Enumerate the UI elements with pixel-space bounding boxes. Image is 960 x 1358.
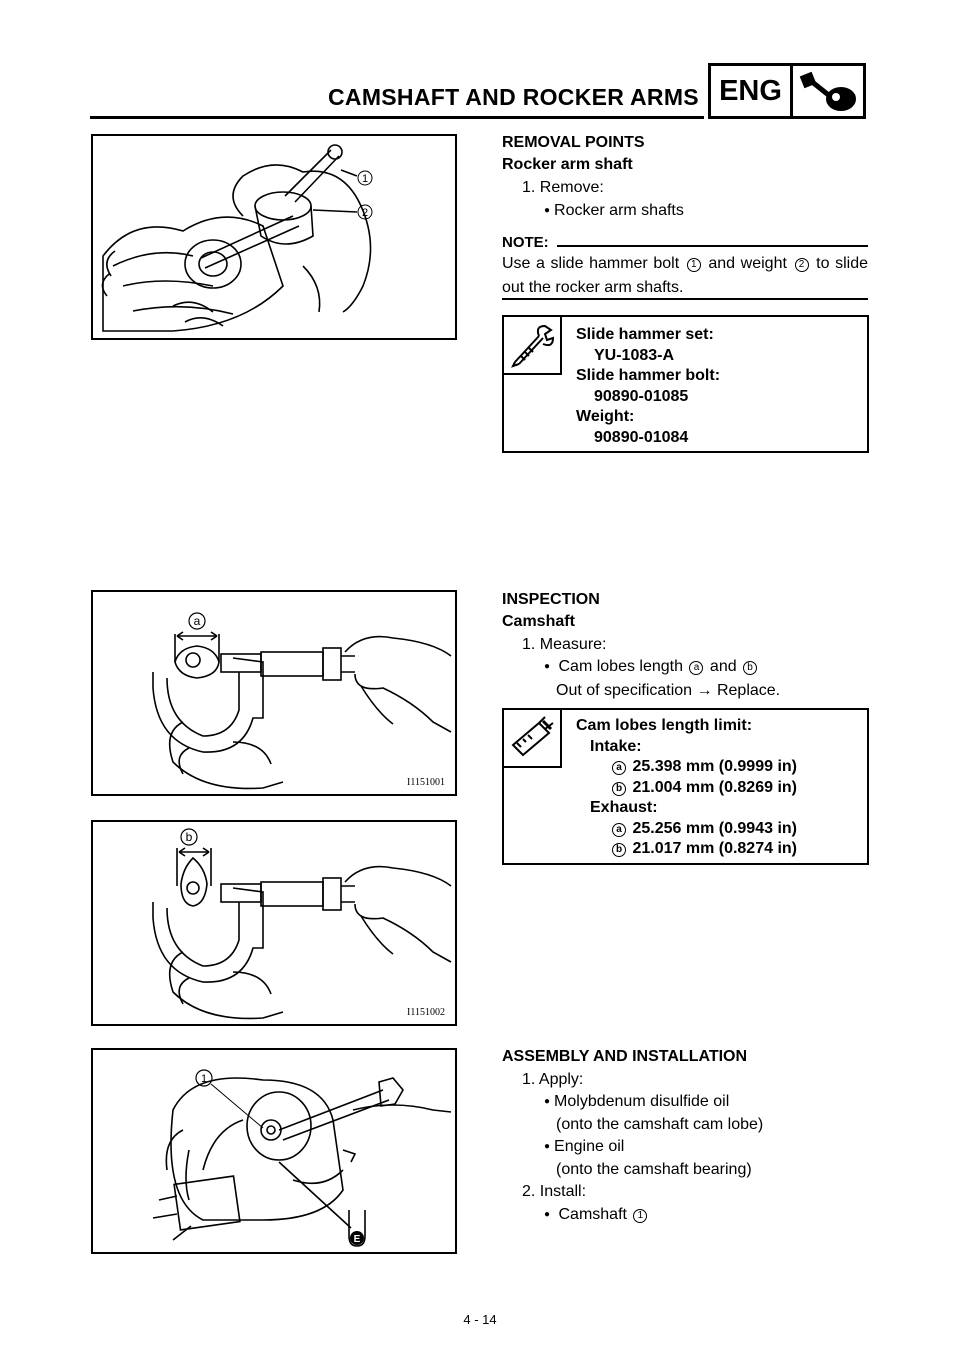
caliper-limit-icon bbox=[504, 710, 562, 768]
exhaust-a-row: a 25.256 mm (0.9943 in) bbox=[576, 819, 797, 840]
note-label: NOTE: bbox=[502, 234, 549, 251]
removal-subheading: Rocker arm shaft bbox=[502, 156, 633, 173]
assembly-bullet-2-note: (onto the camshaft bearing) bbox=[556, 1161, 752, 1178]
note-rule-top bbox=[556, 244, 868, 247]
intake-a-value: 25.398 mm (0.9999 in) bbox=[632, 758, 797, 775]
assembly-bullet-3-text: Camshaft bbox=[558, 1206, 627, 1223]
figure2-code: I1151001 bbox=[407, 777, 445, 788]
inspection-ref-b: b bbox=[743, 661, 758, 675]
figure4-callout-1: 1 bbox=[201, 1073, 207, 1085]
inspection-subheading: Camshaft bbox=[502, 613, 575, 630]
limit-title: Cam lobes length limit: bbox=[576, 717, 753, 734]
special-tool-icon bbox=[504, 317, 562, 375]
tool-code-1: YU-1083-A bbox=[594, 346, 675, 364]
exhaust-ref-a: a bbox=[612, 822, 626, 837]
figure-rocker-shaft-removal: 1 2 bbox=[91, 134, 457, 340]
inspection-bullet-1: Cam lobes length a and b bbox=[544, 656, 759, 680]
tool-name-3: Weight: bbox=[576, 408, 635, 425]
intake-ref-a: a bbox=[612, 761, 626, 775]
figure-camshaft-install: 1 E bbox=[91, 1048, 457, 1254]
limit-list: Cam lobes length limit: Intake: a 25.398… bbox=[576, 716, 797, 860]
tool-code-3: 90890-01084 bbox=[594, 428, 689, 446]
assembly-bullet-2: Engine oil bbox=[544, 1136, 624, 1160]
note-text-1: Use a slide hammer bolt bbox=[502, 255, 680, 272]
tool-name-1: Slide hammer set: bbox=[576, 326, 714, 343]
assembly-bullet-1-note: (onto the camshaft cam lobe) bbox=[556, 1116, 764, 1133]
assembly-bullet-1: Molybdenum disulfide oil bbox=[544, 1091, 729, 1115]
page-title: CAMSHAFT AND ROCKER ARMS bbox=[328, 84, 699, 110]
exhaust-ref-b: b bbox=[612, 843, 626, 857]
figure-cam-lobe-a: a I1151001 bbox=[91, 590, 457, 796]
removal-bullet-1: Rocker arm shafts bbox=[544, 200, 684, 224]
note-text-3: to slide out the rocker arm shafts. bbox=[502, 255, 869, 296]
figure2-callout-a: a bbox=[194, 614, 201, 628]
engine-wrench-icon bbox=[793, 66, 863, 116]
micrometer-a-illustration: a bbox=[152, 612, 452, 790]
intake-b-row: b 21.004 mm (0.8269 in) bbox=[576, 778, 797, 799]
micrometer-b-illustration: b bbox=[152, 828, 452, 1020]
special-tool-box: Slide hammer set: YU-1083-A Slide hammer… bbox=[502, 315, 869, 453]
assembly-ref-1: 1 bbox=[633, 1209, 648, 1223]
limit-box: Cam lobes length limit: Intake: a 25.398… bbox=[502, 708, 869, 865]
intake-ref-b: b bbox=[612, 781, 626, 796]
engine-oil-mark: E bbox=[354, 1234, 361, 1245]
assembly-bullet-1-text: Molybdenum disulfide oil bbox=[554, 1093, 730, 1110]
inspection-step-1: 1. Measure: bbox=[522, 636, 607, 653]
inspection-ref-a: a bbox=[689, 661, 704, 675]
figure-cam-lobe-b: b I1151002 bbox=[91, 820, 457, 1026]
assembly-step-1: 1. Apply: bbox=[522, 1071, 584, 1088]
figure3-callout-b: b bbox=[186, 830, 193, 844]
note-body: Use a slide hammer bolt 1 and weight 2 t… bbox=[502, 252, 868, 300]
exhaust-b-value: 21.017 mm (0.8274 in) bbox=[632, 840, 797, 857]
intake-label: Intake: bbox=[590, 737, 642, 755]
assembly-step-2: 2. Install: bbox=[522, 1183, 587, 1200]
inspection-result: Out of specification → Replace. bbox=[556, 682, 781, 699]
assembly-bullet-3: Camshaft 1 bbox=[544, 1204, 649, 1228]
note-ref-2: 2 bbox=[794, 258, 809, 272]
note-rule-bottom bbox=[502, 298, 868, 300]
intake-a-row: a 25.398 mm (0.9999 in) bbox=[576, 757, 797, 778]
assembly-heading: ASSEMBLY AND INSTALLATION bbox=[502, 1048, 748, 1065]
removal-step-1: 1. Remove: bbox=[522, 179, 604, 196]
tool-list: Slide hammer set: YU-1083-A Slide hammer… bbox=[576, 325, 720, 448]
title-rule bbox=[90, 116, 704, 119]
inspection-heading: INSPECTION bbox=[502, 591, 600, 608]
removal-heading: REMOVAL POINTS bbox=[502, 134, 645, 151]
assembly-bullet-2-text: Engine oil bbox=[554, 1138, 625, 1155]
figure3-code: I1151002 bbox=[407, 1007, 445, 1018]
note-text-2: and weight bbox=[708, 255, 787, 272]
camshaft-install-illustration: 1 E bbox=[152, 1069, 452, 1247]
intake-b-value: 21.004 mm (0.8269 in) bbox=[632, 778, 797, 796]
figure1-callout-2: 2 bbox=[362, 207, 368, 219]
note-header: NOTE: bbox=[502, 234, 868, 251]
tool-name-2: Slide hammer bolt: bbox=[576, 367, 721, 384]
exhaust-b-row: b 21.017 mm (0.8274 in) bbox=[576, 839, 797, 860]
section-label: ENG bbox=[711, 66, 793, 116]
note-ref-1: 1 bbox=[686, 258, 701, 272]
section-badge: ENG bbox=[708, 63, 866, 119]
inspection-bullet-text: Cam lobes length bbox=[558, 658, 684, 675]
removal-bullet-1-text: Rocker arm shafts bbox=[554, 202, 684, 219]
exhaust-label: Exhaust: bbox=[590, 799, 658, 816]
exhaust-a-value: 25.256 mm (0.9943 in) bbox=[632, 819, 797, 837]
tool-code-2: 90890-01085 bbox=[594, 387, 689, 405]
figure1-callout-1: 1 bbox=[362, 173, 368, 185]
rocker-shaft-illustration: 1 2 bbox=[101, 144, 373, 332]
inspection-bullet-and: and bbox=[709, 658, 737, 675]
page-number: 4 - 14 bbox=[463, 1312, 497, 1327]
